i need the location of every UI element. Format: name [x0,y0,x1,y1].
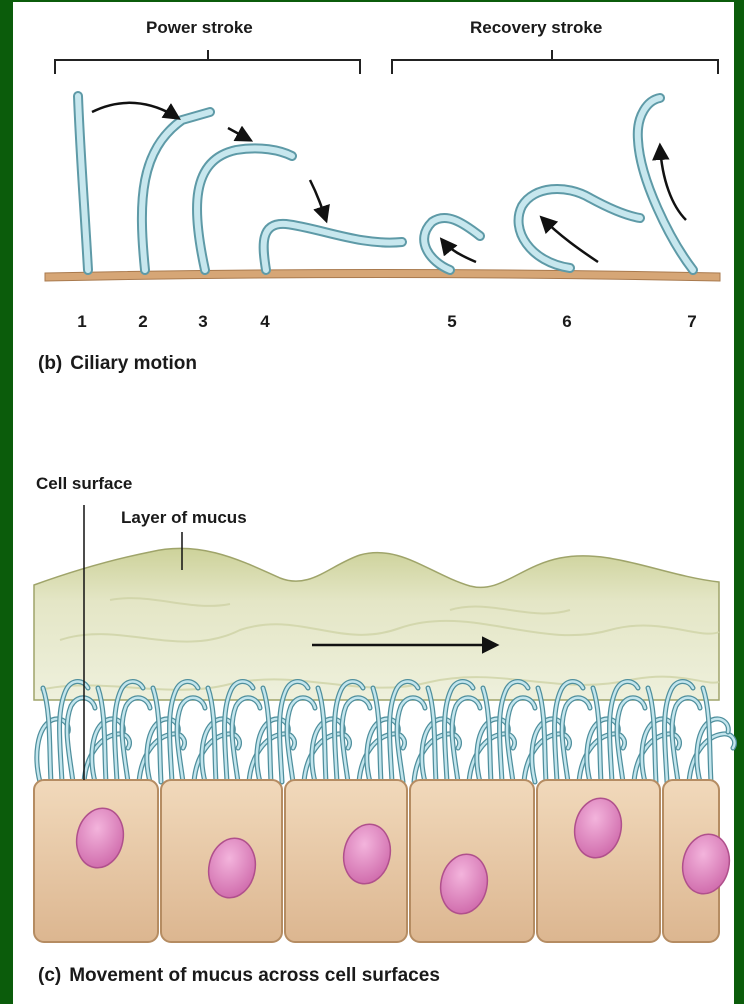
cilium-4 [264,224,402,270]
power-stroke-label: Power stroke [146,18,253,38]
position-number-4: 4 [260,312,269,332]
cilium-1 [78,96,88,270]
caption-c: (c) Movement of mucus across cell surface… [38,965,440,987]
caption-c-text: Movement of mucus across cell surfaces [69,965,440,986]
mucus-layer-label: Layer of mucus [121,508,247,528]
caption-b: (b) Ciliary motion [38,353,197,375]
cilia-sequence [78,96,693,270]
arrow-recovery-stroke [442,146,686,262]
recovery-stroke-label: Recovery stroke [470,18,602,38]
position-number-3: 3 [198,312,207,332]
position-number-5: 5 [447,312,456,332]
cilium-6 [519,189,640,268]
cilium-3 [197,148,292,270]
cell-surface-label: Cell surface [36,474,132,494]
caption-c-letter: (c) [38,965,61,986]
position-number-7: 7 [687,312,696,332]
position-number-6: 6 [562,312,571,332]
position-number-1: 1 [77,312,86,332]
power-stroke-bracket [55,50,360,74]
mucus-layer [34,548,719,700]
recovery-stroke-bracket [392,50,718,74]
caption-b-letter: (b) [38,353,62,374]
caption-b-text: Ciliary motion [70,353,197,374]
cilium-5 [424,218,480,270]
epithelial-cell-row [34,780,735,942]
position-number-2: 2 [138,312,147,332]
